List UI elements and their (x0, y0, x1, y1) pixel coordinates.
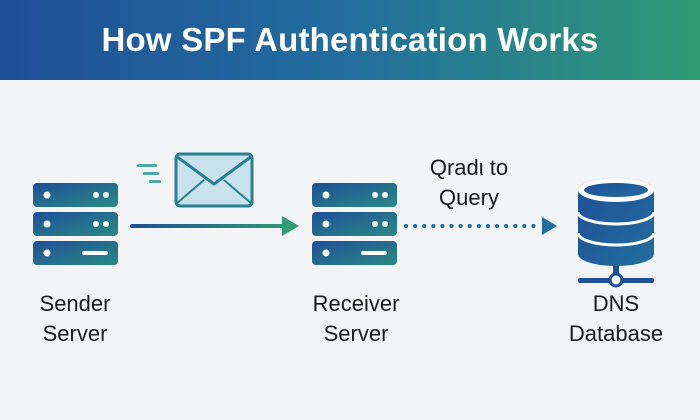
query-label: Qradι to Query (429, 155, 509, 210)
dns-database-label: DNS Database (568, 291, 664, 346)
envelope-icon (137, 152, 254, 208)
header-banner: How SPF Authentication Works (0, 0, 700, 80)
sender-server-label: Sender Server (39, 291, 111, 346)
send-arrow (130, 216, 299, 236)
page-title: How SPF Authentication Works (101, 21, 599, 58)
receiver-server-icon (312, 183, 397, 265)
receiver-server-label: Receiver Server (312, 291, 400, 346)
sender-server-icon (33, 183, 118, 265)
database-icon (576, 178, 656, 288)
diagram-canvas (33, 152, 656, 288)
spf-diagram: Sender Server Receiver Server DNS Databa… (0, 80, 700, 420)
query-arrow (404, 217, 557, 235)
